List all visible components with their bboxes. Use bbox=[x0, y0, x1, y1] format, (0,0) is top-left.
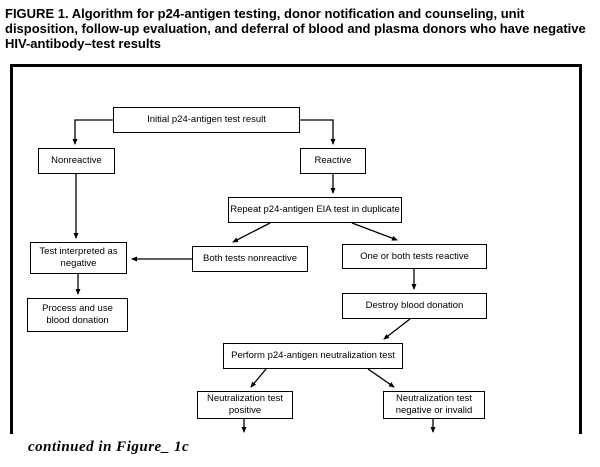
node-repeat-eia-test: Repeat p24-antigen EIA test in duplicate bbox=[228, 197, 402, 223]
node-both-tests-nonreactive: Both tests nonreactive bbox=[192, 246, 308, 272]
node-test-interpreted-negative: Test interpreted as negative bbox=[30, 242, 127, 274]
node-neutralization-positive: Neutralization test positive bbox=[197, 391, 293, 419]
node-destroy-donation: Destroy blood donation bbox=[342, 293, 487, 319]
node-reactive: Reactive bbox=[300, 148, 366, 174]
node-process-and-use: Process and use blood donation bbox=[27, 298, 128, 332]
node-one-or-both-reactive: One or both tests reactive bbox=[342, 244, 487, 269]
node-nonreactive: Nonreactive bbox=[38, 148, 115, 174]
continued-note: continued in Figure_ 1c bbox=[28, 439, 190, 455]
figure-title: FIGURE 1. Algorithm for p24-antigen test… bbox=[5, 6, 586, 52]
node-neutralization-negative: Neutralization test negative or invalid bbox=[383, 391, 485, 419]
node-initial-test-result: Initial p24-antigen test result bbox=[113, 107, 300, 133]
node-perform-neutralization: Perform p24-antigen neutralization test bbox=[223, 343, 403, 369]
flowchart-frame bbox=[10, 64, 582, 434]
